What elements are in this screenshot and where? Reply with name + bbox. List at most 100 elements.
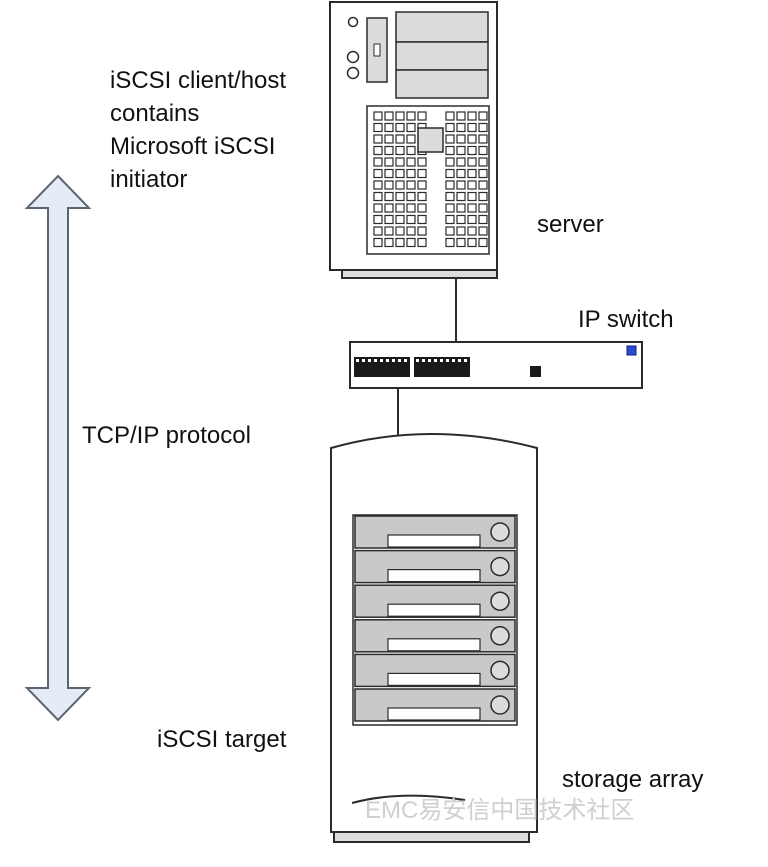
vent-slot — [478, 145, 488, 156]
vent-slot — [373, 134, 383, 144]
vent-slot — [384, 111, 394, 121]
vent-slot — [395, 191, 405, 202]
vent-slot — [467, 214, 477, 225]
vent-slot — [373, 122, 383, 133]
drive-led-icon — [490, 695, 510, 715]
switch-port-pin — [398, 359, 401, 362]
vent-slot — [384, 157, 394, 167]
ip-switch-label: IP switch — [578, 306, 674, 333]
vent-slot — [445, 157, 455, 167]
vent-slot — [445, 226, 455, 236]
vent-slot — [478, 203, 488, 213]
switch-port-pin — [446, 359, 449, 362]
vent-slot — [406, 226, 416, 236]
vent-slot — [406, 237, 416, 248]
vent-slot — [373, 111, 383, 121]
switch-port-pin — [422, 359, 425, 362]
host-line-2: contains — [110, 100, 200, 127]
switch-port-pin — [452, 359, 455, 362]
host-line-4: initiator — [110, 166, 188, 193]
drive-handle — [387, 568, 481, 583]
vent-slot — [478, 157, 488, 167]
vent-slot — [456, 191, 466, 202]
vent-slot — [456, 214, 466, 225]
vent-slot — [456, 157, 466, 167]
host-line-3: Microsoft iSCSI — [110, 133, 276, 160]
vent-slot — [445, 180, 455, 190]
vent-slot — [395, 145, 405, 156]
vent-slot — [445, 168, 455, 179]
vent-slot — [384, 237, 394, 248]
vent-slot — [467, 226, 477, 236]
vent-slot — [384, 122, 394, 133]
vent-slot — [478, 191, 488, 202]
drive-led-icon — [490, 522, 510, 542]
vent-slot — [467, 134, 477, 144]
host-line-1: iSCSI client/host — [110, 67, 287, 94]
drive-led-icon — [490, 556, 510, 577]
vent-slot — [478, 111, 488, 121]
server-vent-grid — [373, 111, 488, 248]
vent-slot — [395, 122, 405, 133]
switch-port-pin — [386, 359, 389, 362]
ip-switch-icon — [349, 341, 643, 389]
drive-led-icon — [490, 626, 510, 646]
vent-slot — [395, 157, 405, 167]
vent-slot — [406, 168, 416, 179]
vent-slot — [467, 111, 477, 121]
switch-port-pin — [362, 359, 365, 362]
storage-drive-bays — [352, 514, 518, 726]
switch-port-pin — [464, 359, 467, 362]
vent-slot — [467, 237, 477, 248]
server-icon — [329, 1, 498, 279]
drive-handle — [387, 638, 481, 652]
vent-slot — [417, 180, 427, 190]
vent-slot — [417, 226, 427, 236]
vent-slot — [406, 111, 416, 121]
switch-port-pin — [368, 359, 371, 362]
vent-slot — [478, 168, 488, 179]
vent-slot — [456, 134, 466, 144]
vent-slot — [417, 214, 427, 225]
switch-port-pin — [428, 359, 431, 362]
switch-port-pin — [458, 359, 461, 362]
vent-slot — [384, 203, 394, 213]
vent-slot — [395, 214, 405, 225]
vent-slot — [445, 145, 455, 156]
vent-slot — [406, 214, 416, 225]
vent-slot — [406, 180, 416, 190]
vent-slot — [373, 191, 383, 202]
vent-slot — [373, 145, 383, 156]
vent-slot — [384, 134, 394, 144]
vent-slot — [478, 237, 488, 248]
drive-bay — [354, 688, 516, 722]
vent-slot — [384, 226, 394, 236]
switch-port-pin — [404, 359, 407, 362]
vent-slot — [456, 122, 466, 133]
vent-slot — [478, 134, 488, 144]
vent-slot — [467, 203, 477, 213]
vent-slot — [445, 214, 455, 225]
vent-slot — [456, 226, 466, 236]
switch-port-pin — [416, 359, 419, 362]
drive-handle — [387, 672, 481, 687]
vent-slot — [395, 168, 405, 179]
vent-slot — [406, 203, 416, 213]
vent-slot — [445, 111, 455, 121]
vent-slot — [467, 180, 477, 190]
vent-slot — [373, 237, 383, 248]
vent-slot — [395, 226, 405, 236]
switch-port-pin — [356, 359, 359, 362]
vent-slot — [478, 122, 488, 133]
vent-slot — [406, 134, 416, 144]
server-label: server — [537, 211, 604, 238]
vent-slot — [417, 111, 427, 121]
host-description: iSCSI client/host contains Microsoft iSC… — [110, 64, 286, 196]
vent-slot — [395, 180, 405, 190]
storage-array-label: storage array — [562, 766, 704, 793]
switch-port-pin — [374, 359, 377, 362]
vent-slot — [384, 214, 394, 225]
vent-slot — [467, 191, 477, 202]
